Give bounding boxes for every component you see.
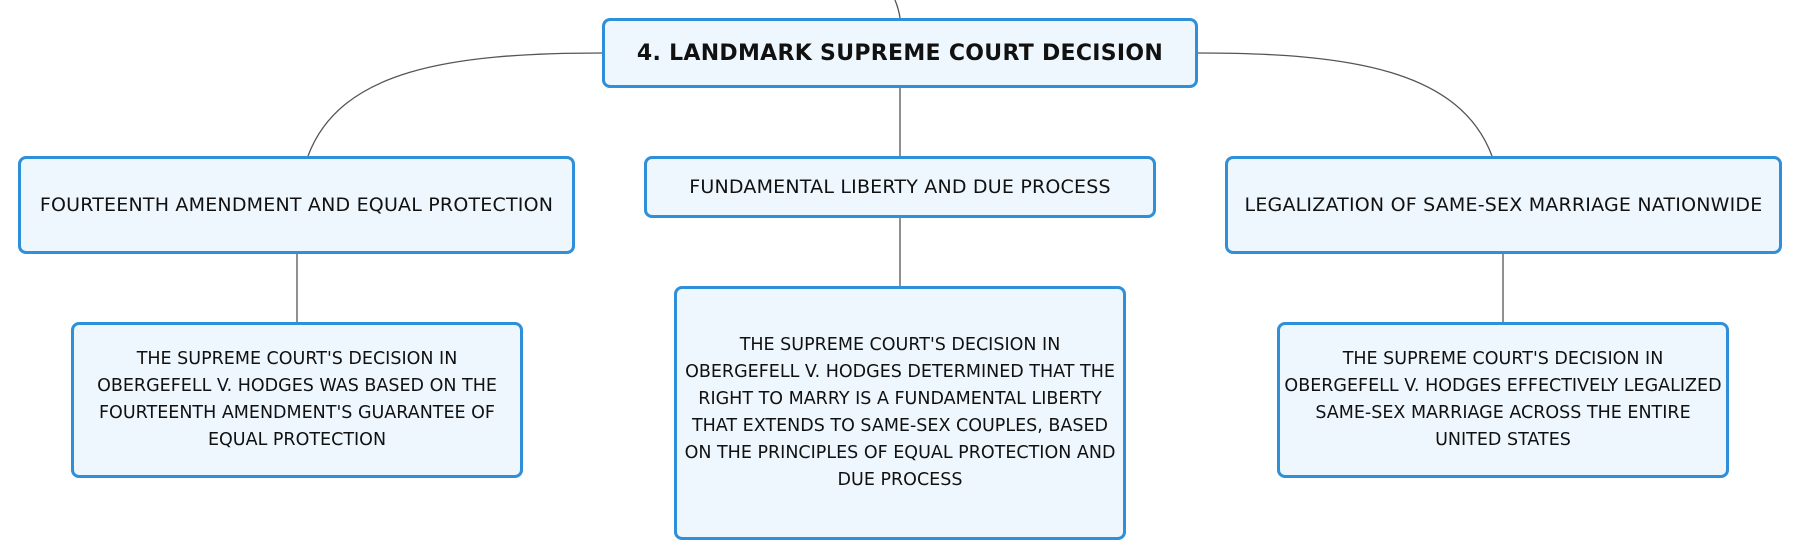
connector-root-to-topic-1 [307,52,603,157]
detail-node-text: THE SUPREME COURT'S DECISION IN OBERGEFE… [97,349,497,450]
topic-node-label: FOURTEENTH AMENDMENT AND EQUAL PROTECTIO… [39,194,554,216]
detail-node-equal-protection[interactable]: THE SUPREME COURT'S DECISION IN OBERGEFE… [71,322,523,478]
connector-parent-to-root [894,0,901,19]
detail-node-text: THE SUPREME COURT'S DECISION IN OBERGEFE… [1284,349,1722,450]
topic-node-equal-protection[interactable]: FOURTEENTH AMENDMENT AND EQUAL PROTECTIO… [18,156,575,254]
topic-node-label: FUNDAMENTAL LIBERTY AND DUE PROCESS [689,176,1111,198]
connector-root-to-topic-3 [1197,52,1493,157]
root-node-label: 4. LANDMARK SUPREME COURT DECISION [636,40,1164,66]
root-node[interactable]: 4. LANDMARK SUPREME COURT DECISION [602,18,1198,88]
detail-node-fundamental-liberty[interactable]: THE SUPREME COURT'S DECISION IN OBERGEFE… [674,286,1126,540]
topic-node-label: LEGALIZATION OF SAME-SEX MARRIAGE NATION… [1244,194,1763,216]
detail-node-legalization[interactable]: THE SUPREME COURT'S DECISION IN OBERGEFE… [1277,322,1729,478]
topic-node-fundamental-liberty[interactable]: FUNDAMENTAL LIBERTY AND DUE PROCESS [644,156,1156,218]
topic-node-legalization[interactable]: LEGALIZATION OF SAME-SEX MARRIAGE NATION… [1225,156,1782,254]
detail-node-text: THE SUPREME COURT'S DECISION IN OBERGEFE… [684,335,1116,490]
